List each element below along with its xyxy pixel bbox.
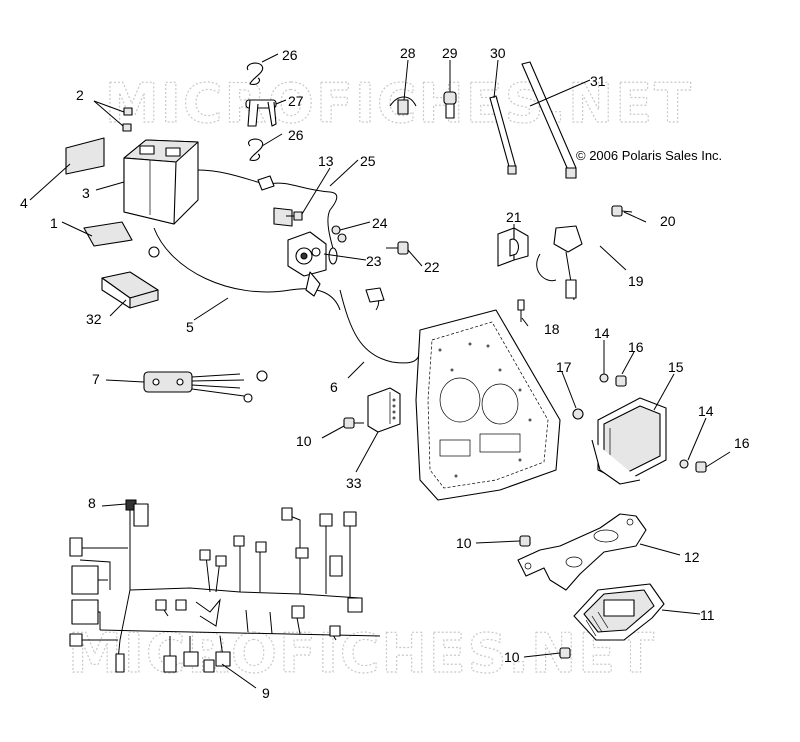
callout-10-mid: 10 <box>456 535 472 551</box>
callout-16-top: 16 <box>628 339 644 355</box>
callout-8: 8 <box>88 495 96 511</box>
callout-21: 21 <box>506 209 522 225</box>
cable-6-part <box>339 289 421 364</box>
solenoid-part <box>287 231 327 297</box>
callout-33: 33 <box>346 475 362 491</box>
callout-14-top: 14 <box>594 325 610 341</box>
callout-19: 19 <box>628 273 644 289</box>
callouts: 2 4 3 1 32 5 7 6 8 9 10 33 26 27 26 13 2… <box>20 45 750 701</box>
callout-1: 1 <box>50 215 58 231</box>
callout-11: 11 <box>700 607 715 623</box>
nut-part <box>331 225 347 243</box>
callout-12: 12 <box>684 549 700 565</box>
callout-30: 30 <box>490 45 506 61</box>
callout-4: 4 <box>20 195 28 211</box>
callout-22: 22 <box>424 259 440 275</box>
callout-29: 29 <box>442 45 458 61</box>
pushpin-29-part <box>443 91 457 119</box>
callout-13: 13 <box>318 153 334 169</box>
callout-18: 18 <box>544 321 560 337</box>
callout-26-top: 26 <box>282 47 298 63</box>
callout-7: 7 <box>92 371 100 387</box>
bolt-20-part <box>611 205 633 217</box>
callout-28: 28 <box>400 45 416 61</box>
battery-part <box>123 139 199 225</box>
washer-14b-part <box>679 459 689 469</box>
leader-lines <box>29 53 707 689</box>
callout-32: 32 <box>86 311 102 327</box>
callout-26-bottom: 26 <box>288 127 304 143</box>
washer-14-part <box>599 373 609 383</box>
positive-cable-part <box>197 169 338 253</box>
callout-24: 24 <box>372 215 388 231</box>
bolt-22-part <box>386 241 409 255</box>
bolt-10b-part <box>519 535 531 547</box>
clip-part <box>245 62 277 161</box>
callout-5: 5 <box>186 319 194 335</box>
callout-25: 25 <box>360 153 376 169</box>
callout-23: 23 <box>366 253 382 269</box>
bracket-21-part <box>497 227 529 267</box>
fuse-strap-part <box>143 370 268 403</box>
callout-3: 3 <box>82 185 90 201</box>
callout-15: 15 <box>668 359 684 375</box>
sensor-part <box>536 225 583 301</box>
callout-2: 2 <box>76 87 84 103</box>
callout-14-bottom: 14 <box>698 403 714 419</box>
callout-20: 20 <box>660 213 676 229</box>
callout-27: 27 <box>288 93 304 109</box>
wiring-harness-part <box>69 499 381 673</box>
foam-block-part <box>101 271 159 309</box>
callout-10-left: 10 <box>296 433 312 449</box>
positive-cable-terminal <box>257 175 275 191</box>
copyright-text: © 2006 Polaris Sales Inc. <box>576 148 722 163</box>
ecu-part <box>573 583 665 641</box>
callout-31: 31 <box>590 73 606 89</box>
pin-part <box>517 299 525 322</box>
battery-pad-lower-part <box>83 221 133 247</box>
bolt-part <box>286 211 303 221</box>
pushpin-28-part <box>389 96 417 115</box>
washer-17-part <box>572 408 584 420</box>
bolt-16b-part <box>695 451 731 473</box>
mounting-panel-part <box>415 309 561 501</box>
cable-6-terminal <box>365 287 385 303</box>
callout-6: 6 <box>330 379 338 395</box>
ground-cable-part <box>153 227 341 311</box>
mounting-plate-part <box>517 513 647 591</box>
callout-16-bottom: 16 <box>734 435 750 451</box>
callout-10-bottom: 10 <box>504 649 520 665</box>
bolt-16-part <box>615 375 627 387</box>
callout-9: 9 <box>262 685 270 701</box>
battery-pad-part <box>65 137 105 175</box>
cable-tie-31-part <box>521 61 577 179</box>
decal-part <box>273 207 293 227</box>
relay-part <box>367 387 401 433</box>
ecu-bracket-part <box>591 397 667 485</box>
bolt-10-part <box>343 417 364 429</box>
ground-cable-terminal <box>148 246 160 258</box>
bolt-10c-part <box>559 647 571 659</box>
callout-17: 17 <box>556 359 572 375</box>
